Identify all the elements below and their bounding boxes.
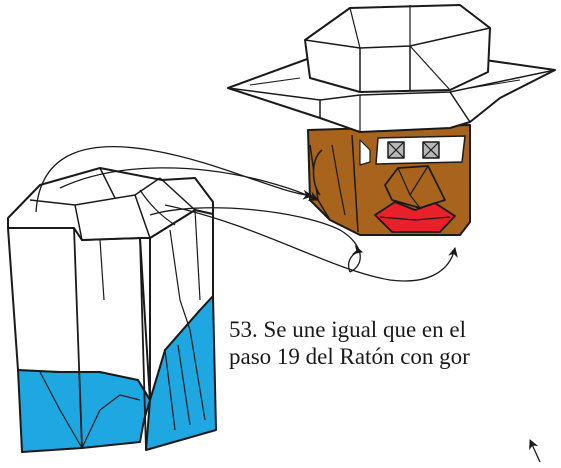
- arrow-icon: [529, 439, 541, 463]
- arrow-icon: [59, 167, 319, 201]
- origami-head: [227, 4, 556, 236]
- lips: [374, 201, 456, 233]
- body-top-face: [7, 167, 214, 241]
- caption-line-2: paso 19 del Ratón con gor: [229, 344, 470, 369]
- caption-line-1: 53. Se une igual que en el: [229, 317, 466, 342]
- arrow-icon: [149, 207, 361, 273]
- origami-body-box: [7, 167, 217, 453]
- arrow-icon: [164, 204, 458, 282]
- arrow-icon: [35, 145, 313, 213]
- step-caption: 53. Se une igual que en el paso 19 del R…: [229, 316, 470, 370]
- connection-arrows: [35, 145, 541, 463]
- hat-crown: [304, 4, 491, 93]
- body-blue-front: [17, 369, 151, 453]
